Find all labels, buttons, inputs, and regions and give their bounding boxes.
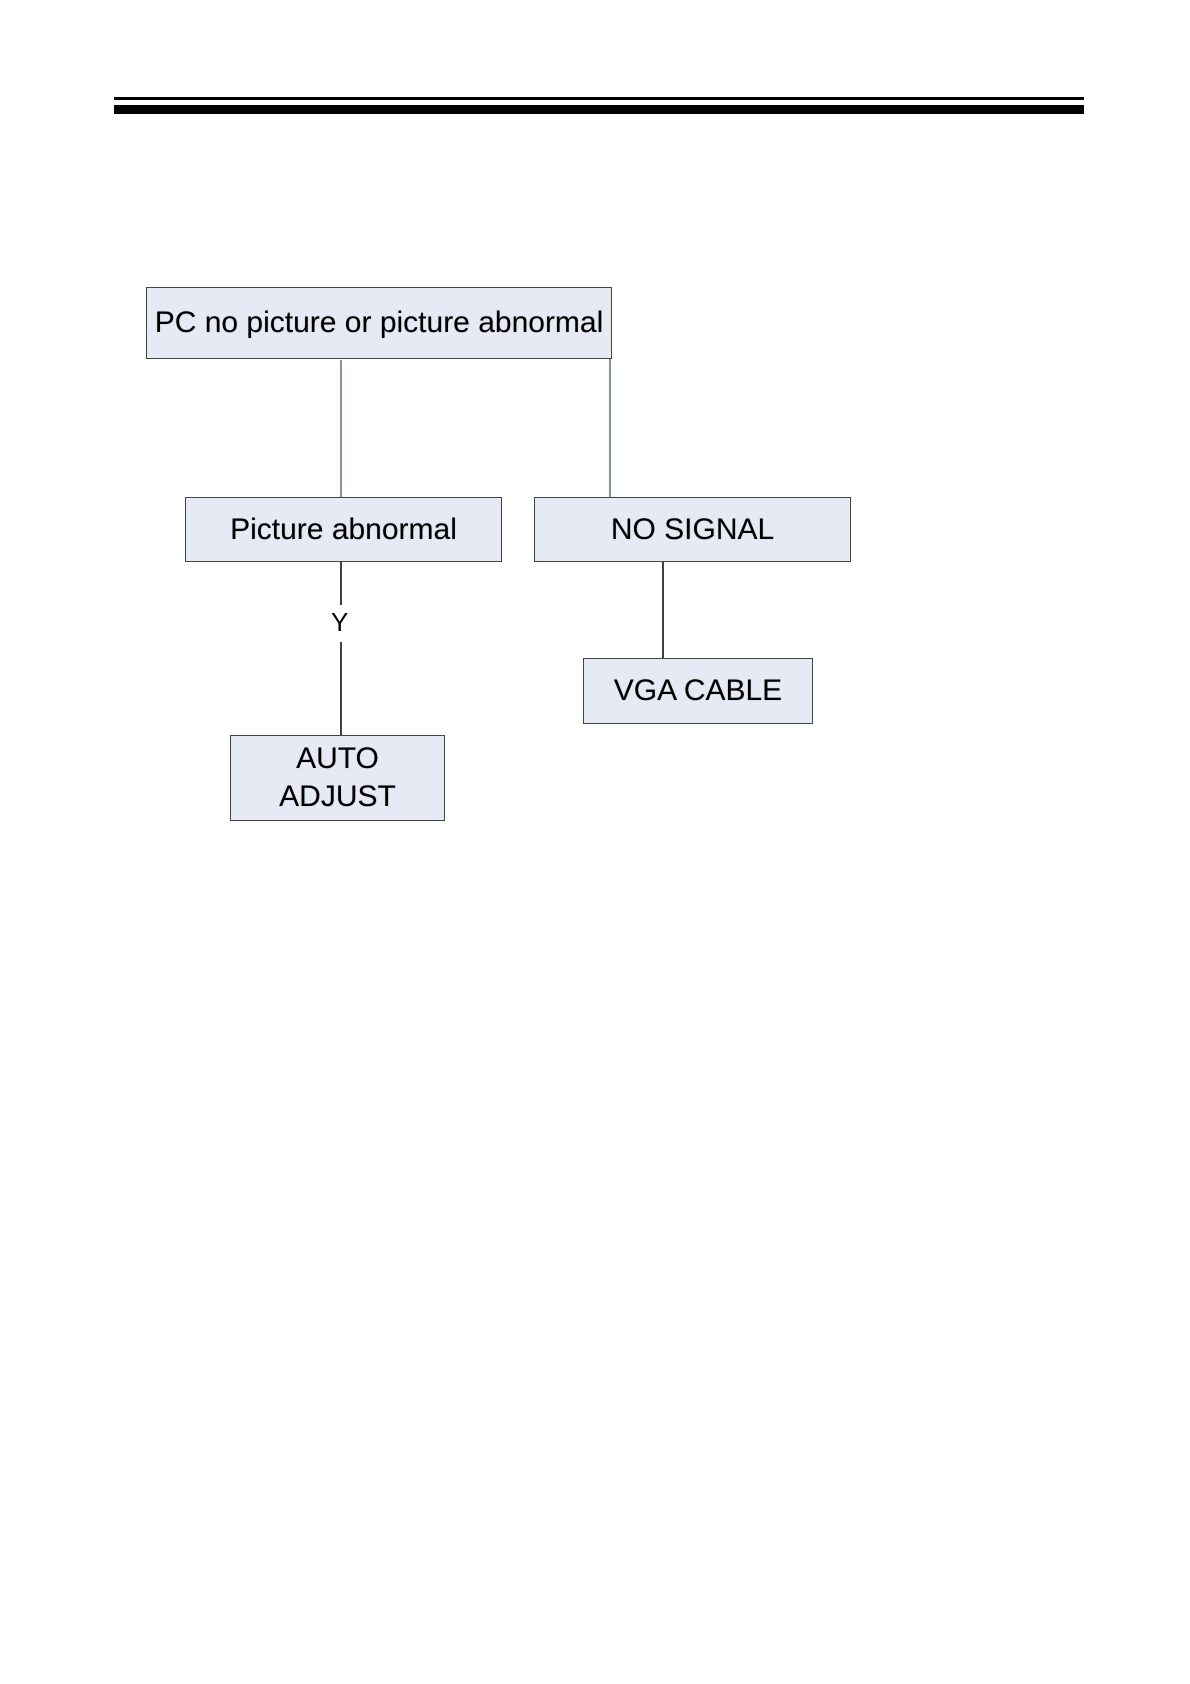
node-picture-abnormal: Picture abnormal [185, 497, 502, 562]
node-no-signal: NO SIGNAL [534, 497, 851, 562]
node-auto-adjust: AUTO ADJUST [230, 735, 445, 821]
edge-label-yes: Y [331, 607, 348, 638]
node-pc-no-picture: PC no picture or picture abnormal [146, 287, 612, 359]
node-vga-cable: VGA CABLE [583, 658, 813, 724]
